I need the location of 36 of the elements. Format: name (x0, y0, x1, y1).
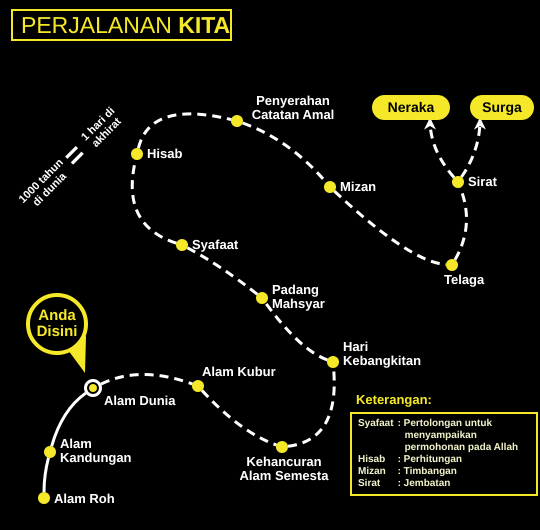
dashed-path (100, 373, 193, 386)
legend-definition: : Timbangan (398, 466, 458, 478)
legend-term: Mizan (358, 466, 387, 478)
legend-term: Hisab (358, 454, 386, 466)
dashed-path (200, 389, 277, 446)
stop-label: Padang Mahsyar (272, 283, 326, 311)
dashed-path (424, 118, 456, 178)
legend-definition: : Perhitungan (398, 454, 464, 466)
stop-label: Alam Kandungan (60, 437, 132, 465)
legend-term: Sirat (358, 478, 382, 490)
stop-label: Penyerahan Catatan Amal (250, 94, 336, 122)
dashed-path (333, 190, 446, 266)
legend-definition: : Jembatan (398, 478, 452, 490)
stop-label: Hari Kebangkitan (343, 340, 422, 368)
pin-label: Anda Disini (36, 308, 78, 340)
destination-pill: Neraka (372, 95, 450, 120)
legend-definition: : Pertolongan untuk menyampaikan permohonan pada Allah (398, 418, 520, 454)
path-line (50, 392, 87, 447)
dashed-path (460, 118, 486, 178)
stop-label: Telaga (444, 273, 484, 287)
stop-label: Syafaat (192, 238, 238, 252)
stop-label: Mizan (340, 180, 376, 194)
stop-label: Alam Kubur (202, 365, 276, 379)
stop-label: Hisab (147, 147, 182, 161)
legend-term: Syafaat (358, 418, 394, 430)
dashed-path (264, 302, 328, 362)
stop-label: Kehancuran Alam Semesta (238, 455, 330, 483)
legend-heading: Keterangan: (355, 391, 432, 409)
dashed-path (186, 246, 258, 296)
destination-pill: Surga (470, 95, 534, 120)
stop-label: Alam Roh (54, 492, 115, 506)
title-banner: PERJALANAN KITA (11, 9, 232, 41)
path-line (42, 457, 50, 492)
stop-label: Sirat (468, 175, 497, 189)
stop-label: Alam Dunia (104, 394, 176, 408)
dashed-path (136, 112, 232, 149)
